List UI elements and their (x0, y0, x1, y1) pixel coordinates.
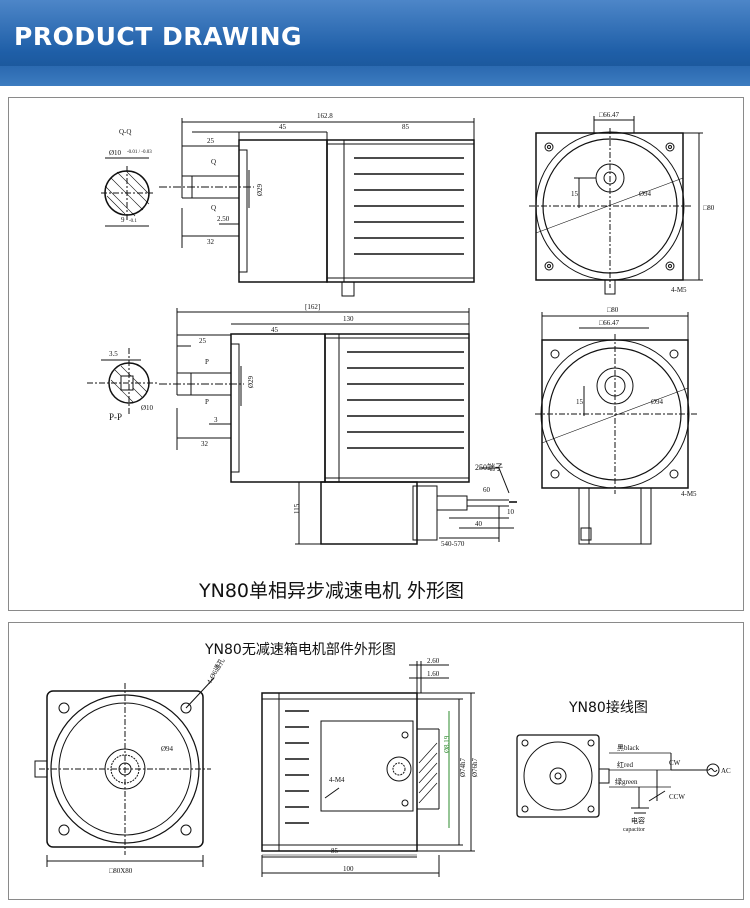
motor-parts-title: YN80无减速箱电机部件外形图 (205, 642, 396, 658)
dim-115: 115 (293, 503, 301, 514)
dim-10-lead: 10 (507, 508, 515, 516)
dim-80x80: □80X80 (109, 867, 133, 875)
dim-162: [162] (305, 303, 320, 311)
dim-80-mid: □80 (607, 306, 619, 314)
dim-4-holes: 4-Ø6通孔 (204, 656, 226, 685)
dim-phi10-pp: Ø10 (141, 404, 154, 412)
bottom-drawing-svg: 4-Ø6通孔 Ø94 □80X80 2.60 1.60 Ø8.19 Ø74h7 … (34, 656, 731, 877)
bottom-drawing-panel: 4-Ø6通孔 Ø94 □80X80 2.60 1.60 Ø8.19 Ø74h7 … (8, 622, 744, 900)
dim-d9-tol: -0.1 (129, 219, 137, 224)
dim-phi29-mid: Ø29 (247, 375, 255, 388)
gearbox-body-middle (230, 333, 326, 483)
dim-45: 45 (279, 123, 287, 131)
dim-66-47: □66.47 (599, 111, 619, 119)
dim-100: 100 (343, 865, 354, 873)
dim-3: 3 (214, 416, 218, 424)
label-pp: P-P (109, 412, 122, 422)
dim-q-mark-2: Q (211, 204, 216, 212)
wire-ac-label: AC (721, 767, 731, 775)
top-drawing-panel: Q-Q Ø10 -0.01 / -0.03 9 -0.1 162.8 45 85… (8, 97, 744, 611)
motor-body-middle (324, 333, 470, 483)
dim-p-mark-2: P (205, 398, 209, 406)
dim-15: 15 (571, 190, 579, 198)
dim-40: 40 (475, 520, 483, 528)
dim-phi76: Ø76h7 (471, 757, 479, 777)
dim-4-m4: 4-M4 (329, 776, 345, 784)
dim-2-50: 2.50 (217, 215, 230, 223)
motor-side-view (261, 692, 418, 852)
dim-85: 85 (402, 123, 410, 131)
dim-4-m5-mid: 4-M5 (681, 490, 697, 498)
capacitor-en-label: capacitor (623, 827, 645, 833)
wire-green-label: 绿green (615, 777, 638, 786)
top-drawing-svg: Q-Q Ø10 -0.01 / -0.03 9 -0.1 162.8 45 85… (87, 111, 715, 548)
dim-130: 130 (343, 315, 354, 323)
terminal-box (320, 481, 418, 545)
dim-phi29: Ø29 (256, 183, 264, 196)
dim-phi74: Ø74h7 (459, 757, 467, 777)
wiring-motor-box (516, 734, 600, 818)
terminal-label: 250端子 (475, 462, 503, 472)
dim-q-mark-1: Q (211, 158, 216, 166)
dim-162-8: 162.8 (317, 112, 333, 120)
dim-32: 32 (207, 238, 215, 246)
wire-red-label: 红red (617, 760, 633, 769)
dim-4-m5: 4-M5 (671, 286, 687, 294)
wiring-title: YN80接线图 (569, 700, 648, 716)
wire-cw-label: CW (669, 759, 681, 767)
gearbox-body-top (238, 139, 328, 283)
dim-1-60: 1.60 (427, 670, 440, 678)
dim-80: □80 (703, 204, 715, 212)
banner-strip (0, 66, 750, 86)
dim-45-mid: 45 (271, 326, 279, 334)
banner-title: PRODUCT DRAWING (14, 22, 303, 51)
dim-phi8-19: Ø8.19 (443, 735, 451, 753)
dim-15-mid: 15 (576, 398, 584, 406)
dim-25: 25 (207, 137, 215, 145)
header-banner: PRODUCT DRAWING (0, 0, 750, 86)
dim-2-60: 2.60 (427, 657, 440, 665)
dim-phi94: Ø94 (639, 190, 652, 198)
dim-d10-tol: -0.01 / -0.03 (127, 150, 152, 155)
motor-body-top (326, 139, 475, 283)
dim-d9: 9 (121, 216, 125, 224)
dim-3-5: 3.5 (109, 350, 118, 358)
dim-540-570: 540-570 (441, 540, 465, 548)
top-caption: YN80单相异步减速电机 外形图 (199, 580, 465, 602)
capacitor-cn-label: 电容 (631, 816, 645, 825)
dim-60: 60 (483, 486, 491, 494)
dim-25-mid: 25 (199, 337, 207, 345)
dim-p-mark-1: P (205, 358, 209, 366)
dim-85-bottom: 85 (331, 847, 339, 855)
dim-32-mid: 32 (201, 440, 209, 448)
dim-phi94-mid: Ø94 (651, 398, 664, 406)
wire-ccw-label: CCW (669, 793, 685, 801)
dim-d10: Ø10 (109, 149, 122, 157)
wire-black-label: 黑black (617, 744, 640, 752)
dim-phi94-bottom: Ø94 (161, 745, 174, 753)
dim-66-47-mid: □66.47 (599, 319, 619, 327)
label-qq: Q-Q (119, 128, 131, 136)
